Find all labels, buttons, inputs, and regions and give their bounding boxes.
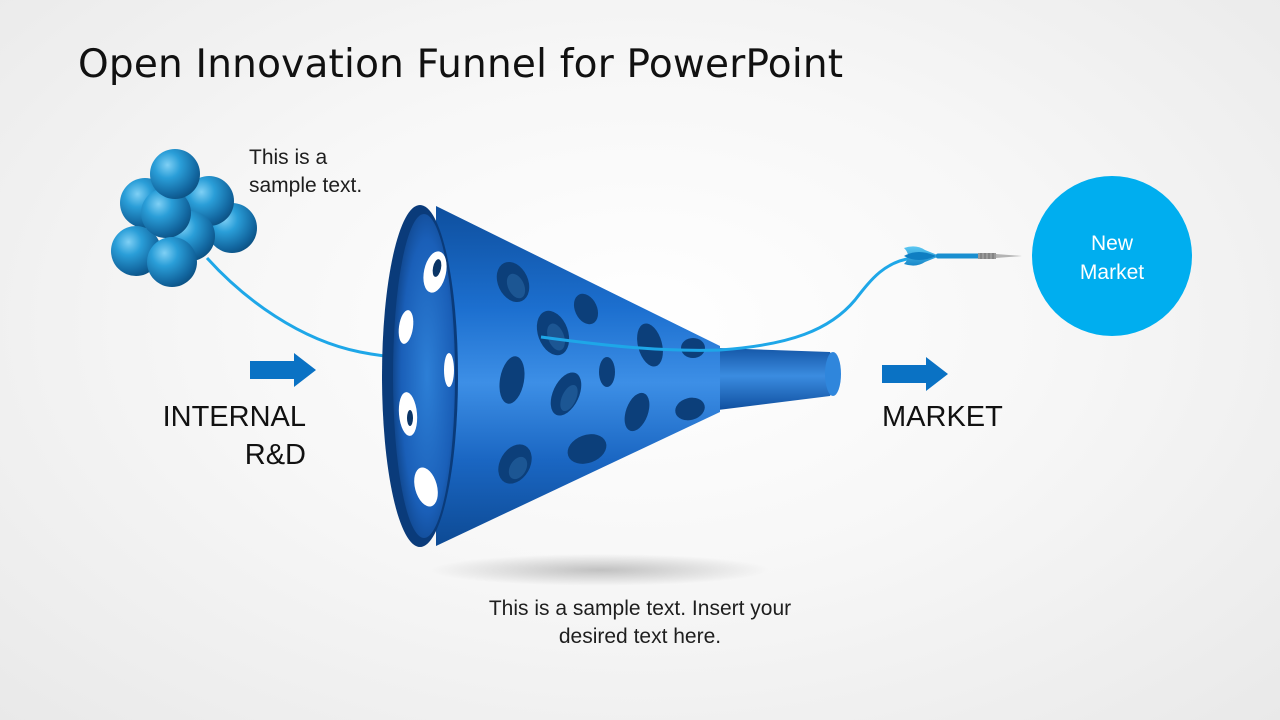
internal-rd-label-line: INTERNAL: [162, 401, 306, 433]
new-market-label: New Market: [1032, 229, 1192, 287]
right-arrow-icon: [250, 353, 316, 387]
funnel-icon: [382, 205, 841, 547]
dart-icon: [904, 246, 1022, 266]
market-label: MARKET: [882, 401, 1003, 433]
footer-caption-line: desired text here.: [558, 625, 722, 648]
cluster-caption-line: sample text.: [249, 174, 363, 197]
new-market-label-line: Market: [1079, 261, 1145, 284]
internal-rd-label-line: R&D: [244, 439, 306, 471]
right-arrow-icon: [882, 357, 948, 391]
new-market-label-line: New: [1090, 232, 1133, 255]
footer-caption-line: This is a sample text. Insert your: [488, 597, 792, 620]
cluster-caption: This is a sample text.: [249, 144, 362, 200]
molecule-cluster-icon: [111, 149, 257, 287]
internal-rd-label: INTERNAL R&D: [138, 398, 306, 474]
output-connector-line: [540, 256, 913, 352]
new-market-circle: [1032, 176, 1192, 336]
footer-caption: This is a sample text. Insert your desir…: [440, 595, 840, 651]
slide-title: Open Innovation Funnel for PowerPoint: [78, 42, 844, 87]
cluster-caption-line: This is a: [249, 146, 328, 169]
funnel-shadow: [430, 554, 770, 586]
